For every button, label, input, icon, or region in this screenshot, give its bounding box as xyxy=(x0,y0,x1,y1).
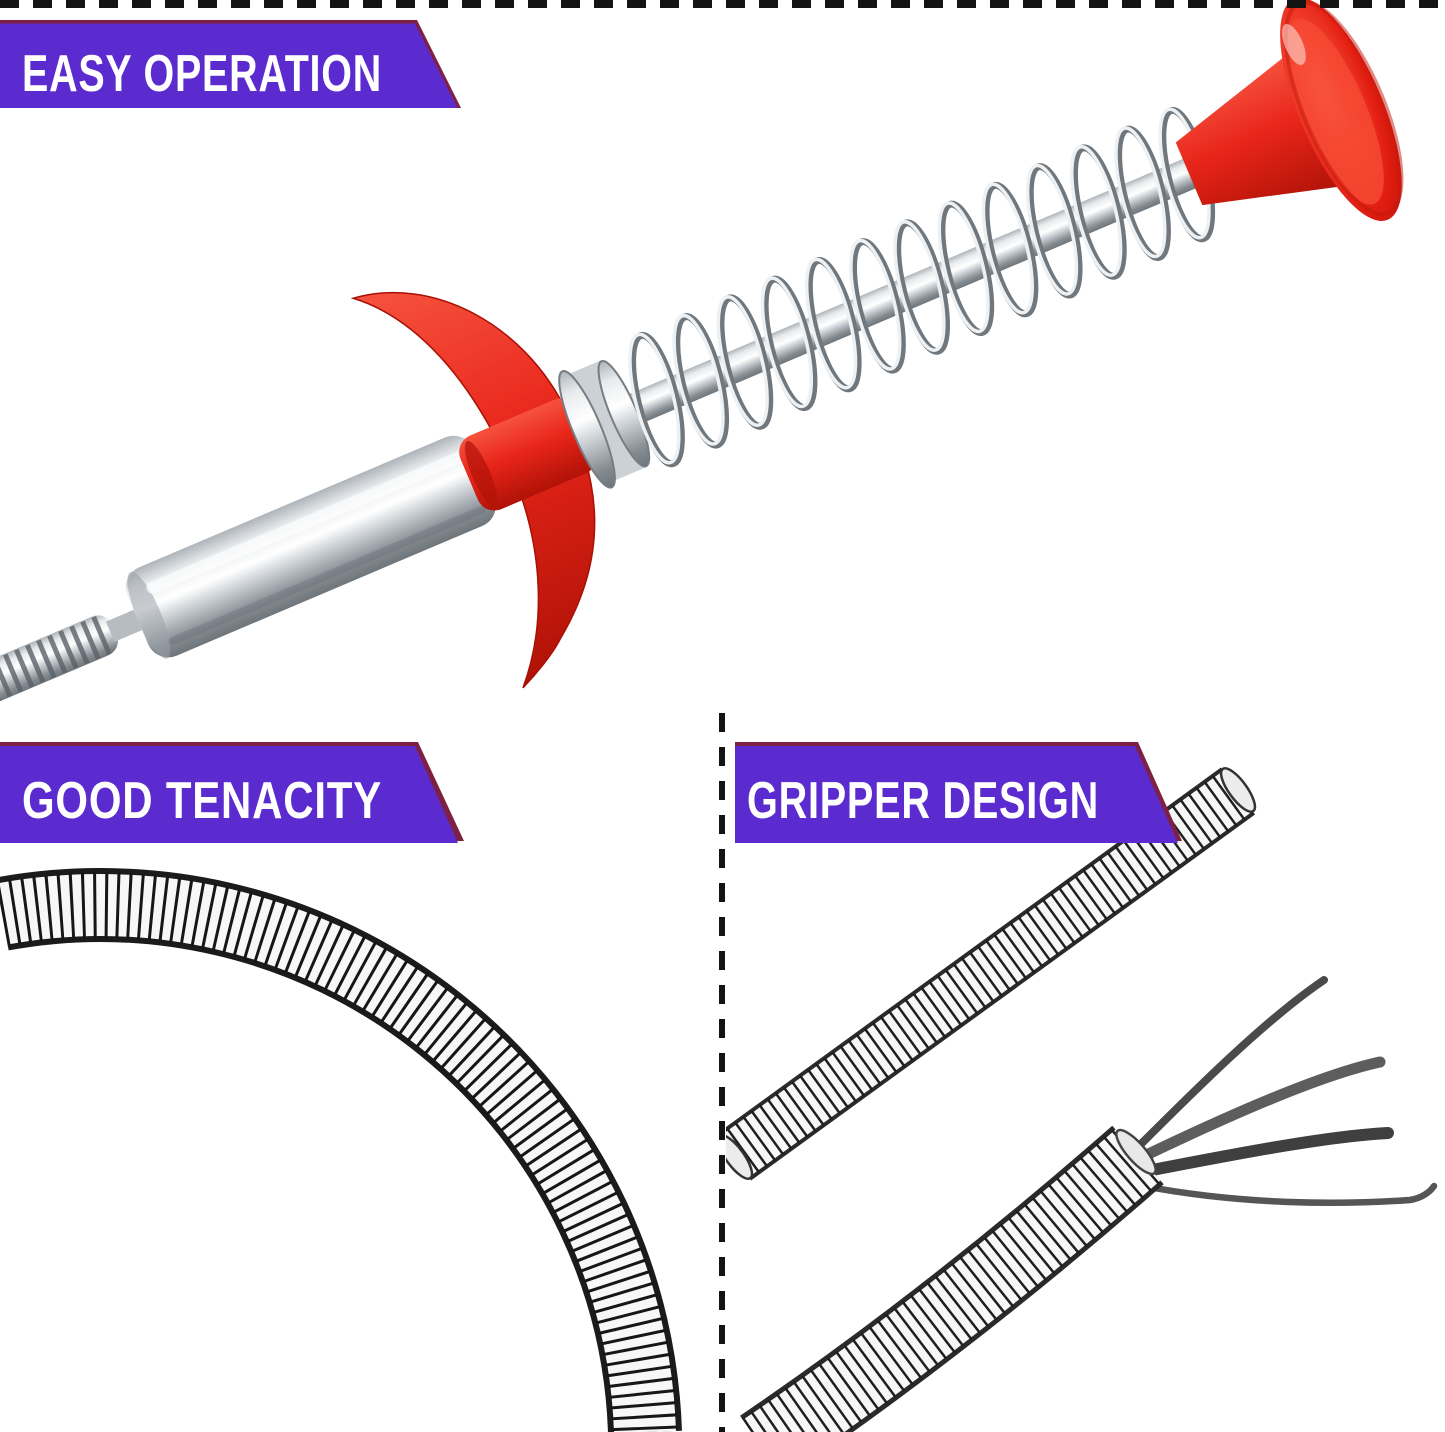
vertical-dashed-divider xyxy=(719,713,725,1432)
inner-shaft xyxy=(616,151,1219,427)
red-thumb-cap xyxy=(1175,0,1404,221)
upper-spring-tube xyxy=(726,767,1257,1181)
banner-body xyxy=(0,746,458,843)
gripper-design-banner: GRIPPER DESIGN xyxy=(735,742,1182,843)
threaded-rod xyxy=(0,607,148,706)
drain-grabber-tool-photo xyxy=(0,0,1404,706)
tool-assembly xyxy=(0,0,1404,706)
crescent-finger-grip xyxy=(350,291,596,689)
flexible-spring-cable-photo xyxy=(0,868,682,1432)
horizontal-dashed-divider xyxy=(0,0,1445,8)
banner-label-easy-operation: EASY OPERATION xyxy=(22,45,382,103)
banner-label-good-tenacity: GOOD TENACITY xyxy=(22,772,382,830)
banner-body xyxy=(735,746,1178,843)
claw-prongs xyxy=(1131,976,1438,1207)
lower-spring-tube xyxy=(740,1125,1164,1432)
easy-operation-banner: EASY OPERATION xyxy=(0,20,461,108)
red-sleeve xyxy=(459,398,598,511)
metal-handle-tube xyxy=(125,435,496,659)
chrome-washers xyxy=(558,359,651,489)
banner-label-gripper-design: GRIPPER DESIGN xyxy=(747,772,1099,830)
gripper-claws-photo xyxy=(726,767,1438,1432)
banner-body xyxy=(0,23,458,108)
good-tenacity-banner: GOOD TENACITY xyxy=(0,742,464,843)
curved-ribbed-cable xyxy=(0,868,682,1432)
